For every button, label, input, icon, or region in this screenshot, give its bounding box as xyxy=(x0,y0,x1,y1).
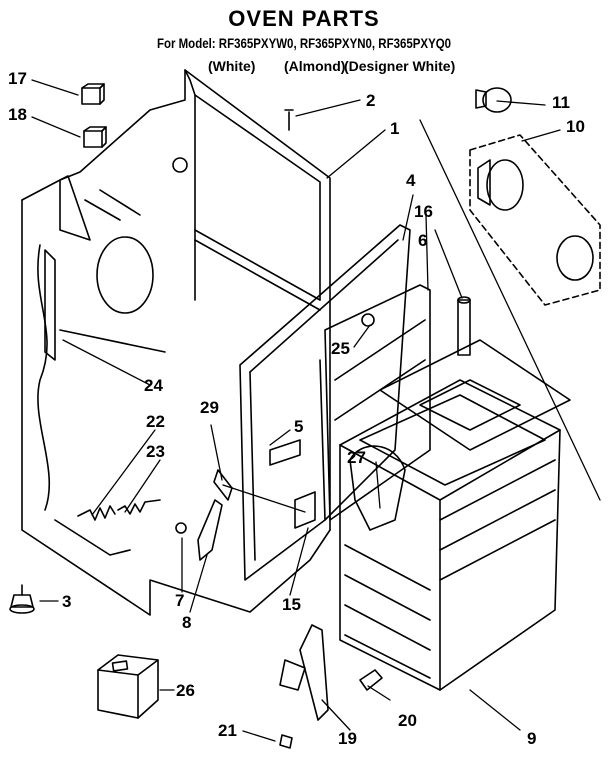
callout-9: 9 xyxy=(527,729,537,748)
callout-22: 22 xyxy=(146,412,165,431)
part-9-oven-liner xyxy=(339,339,571,691)
part-4-back-frame xyxy=(239,224,411,581)
part-5-bracket xyxy=(269,439,301,466)
variant-white-label: (White) xyxy=(208,58,256,74)
diagram-title: OVEN PARTS xyxy=(228,6,380,31)
callout-19: 19 xyxy=(338,729,357,748)
part-23-spring xyxy=(117,499,161,515)
part-29-bracket xyxy=(213,469,233,501)
part-1-oven-frame xyxy=(21,69,331,616)
callout-25: 25 xyxy=(331,339,350,358)
callout-7: 7 xyxy=(175,591,185,610)
part-26-block xyxy=(97,654,159,719)
part-16-pin xyxy=(457,296,471,356)
part-15-bracket xyxy=(294,491,316,529)
part-27-insulation-piece xyxy=(349,445,406,531)
part-10-lamp-assembly xyxy=(469,134,601,306)
variant-almond-label: (Almond) xyxy=(284,58,346,74)
part-21-clip xyxy=(279,734,293,749)
leader-lines xyxy=(31,79,601,742)
part-18-clip xyxy=(83,126,107,148)
part-8-hinge-bracket xyxy=(197,499,223,561)
part-2-screw xyxy=(284,109,294,131)
part-17-clip xyxy=(81,83,105,105)
callout-5: 5 xyxy=(294,417,304,436)
callout-18: 18 xyxy=(8,105,27,124)
callout-23: 23 xyxy=(146,442,165,461)
callout-6: 6 xyxy=(418,231,428,250)
callout-17: 17 xyxy=(8,69,27,88)
variant-designer-label: (Designer White) xyxy=(344,58,456,74)
callout-3: 3 xyxy=(62,592,72,611)
callout-4: 4 xyxy=(406,171,416,190)
part-3-leveling-leg xyxy=(9,584,35,614)
part-6-rear-panel xyxy=(324,284,431,521)
callout-10: 10 xyxy=(566,117,585,136)
callout-15: 15 xyxy=(282,595,301,614)
callout-29: 29 xyxy=(200,398,219,417)
callout-27: 27 xyxy=(347,448,366,467)
blower-opening xyxy=(96,236,154,314)
callout-26: 26 xyxy=(176,681,195,700)
part-20-screw xyxy=(359,669,383,691)
callout-2: 2 xyxy=(366,91,376,110)
callout-8: 8 xyxy=(182,613,192,632)
part-11-bulb xyxy=(475,87,512,113)
part-19-door-hinge xyxy=(279,624,329,721)
callout-1: 1 xyxy=(390,119,400,138)
model-line: For Model: RF365PXYW0, RF365PXYN0, RF365… xyxy=(156,35,452,51)
part-7-washer xyxy=(175,522,187,534)
callout-16: 16 xyxy=(414,202,433,221)
callout-11: 11 xyxy=(552,93,570,112)
callout-24: 24 xyxy=(144,376,163,395)
callout-20: 20 xyxy=(398,711,417,730)
callout-21: 21 xyxy=(218,721,237,740)
part-22-spring xyxy=(77,505,116,521)
